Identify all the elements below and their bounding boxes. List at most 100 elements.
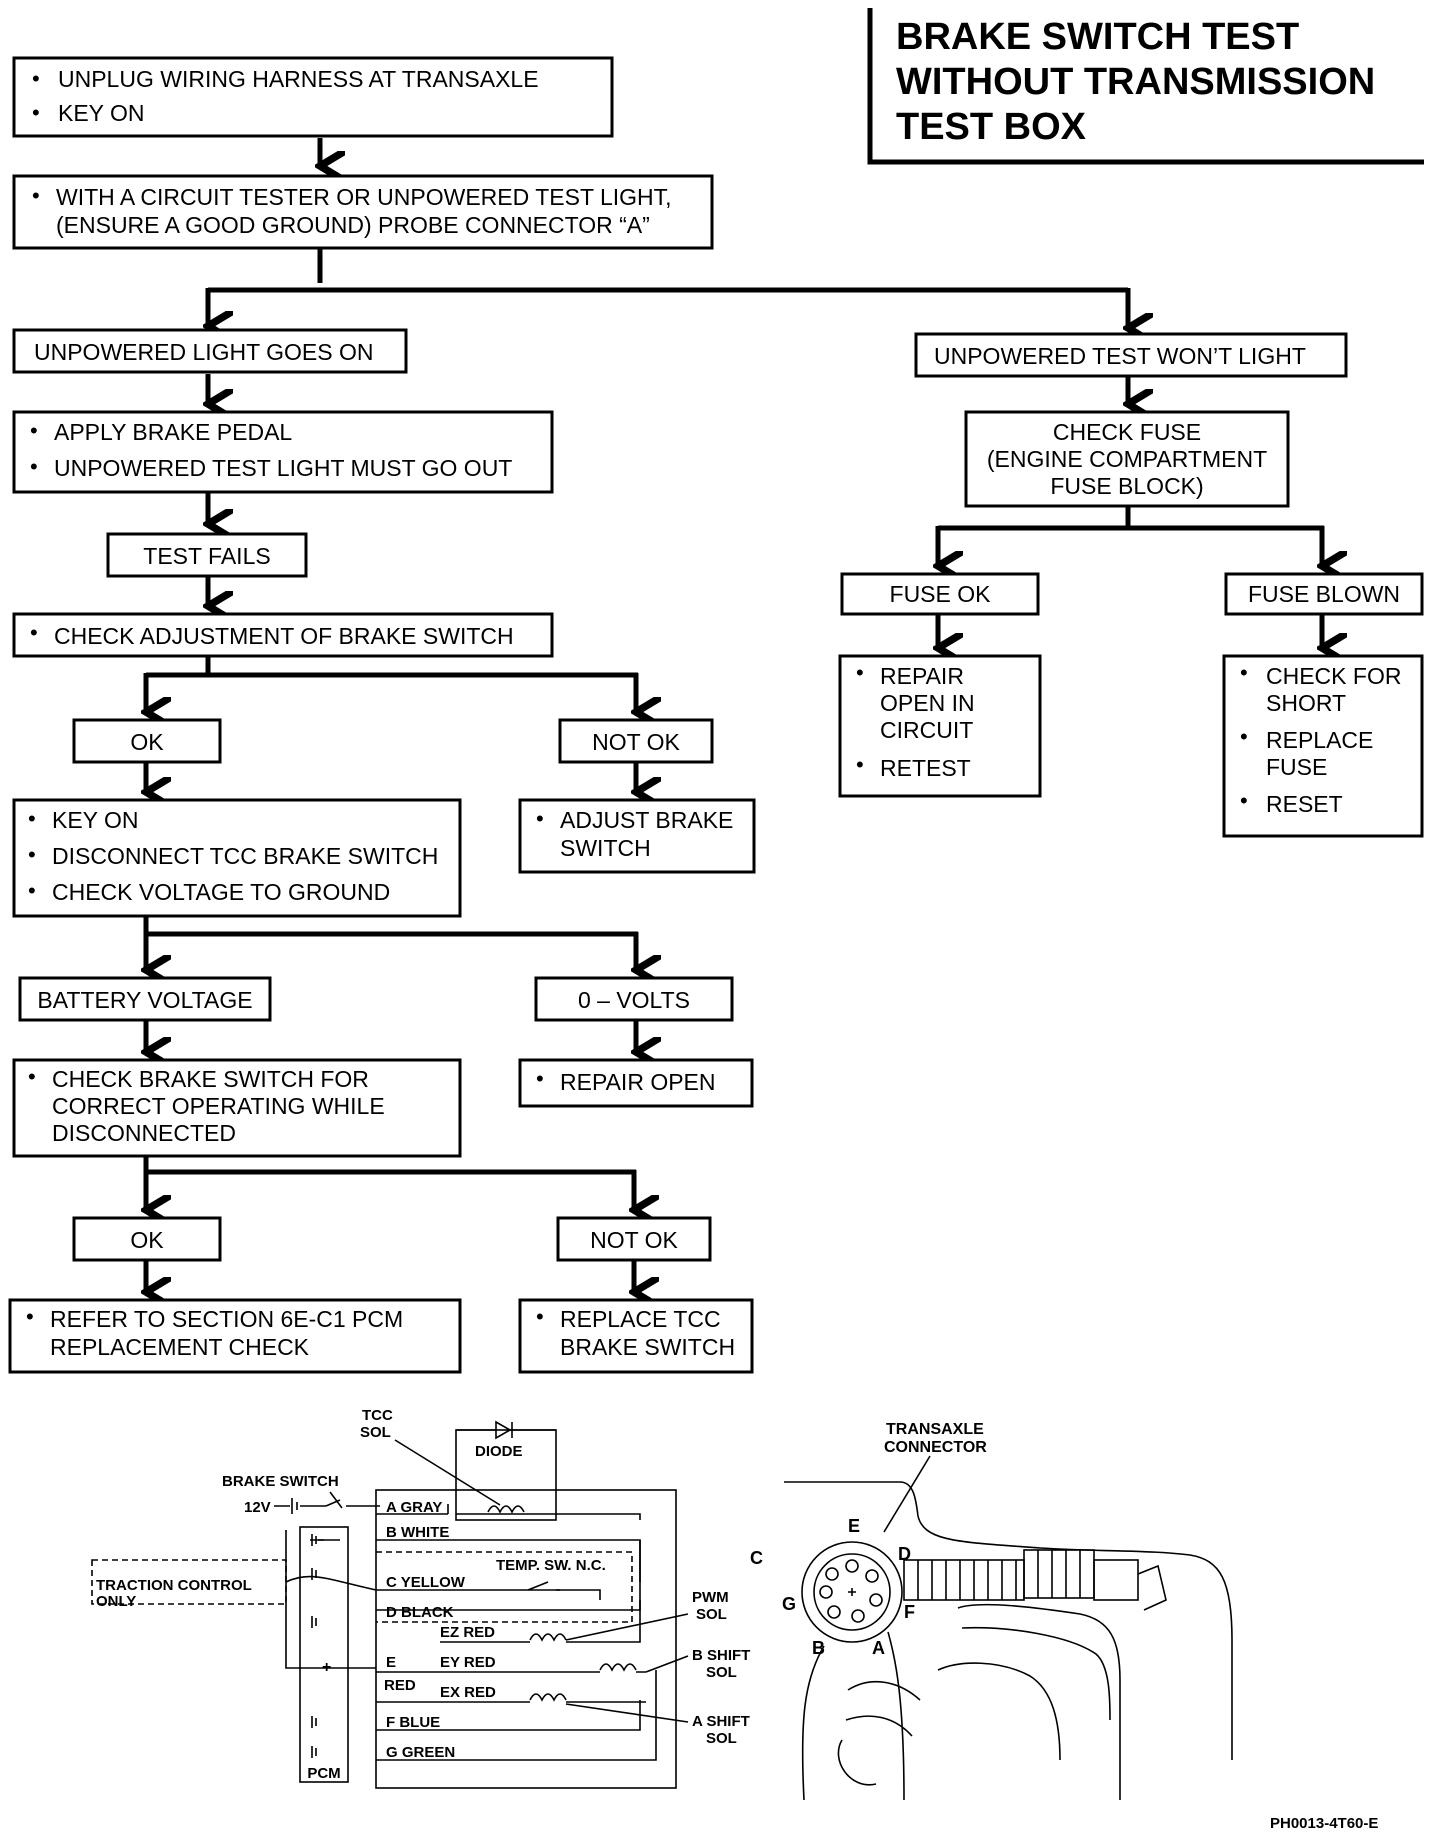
svg-text:CHECK FUSE: CHECK FUSE (1053, 419, 1201, 445)
traction-control-label: TRACTION CONTROL (96, 1577, 252, 1594)
repair-open-box: • REPAIR OPEN (518, 1058, 754, 1108)
key-on-steps-box: • KEY ON • DISCONNECT TCC BRAKE SWITCH •… (12, 798, 462, 918)
svg-text:APPLY BRAKE PEDAL: APPLY BRAKE PEDAL (54, 419, 292, 445)
svg-text:EY RED: EY RED (440, 1654, 496, 1671)
svg-text:CHECK BRAKE SWITCH FOR: CHECK BRAKE SWITCH FOR (52, 1066, 369, 1092)
battery-voltage-box: BATTERY VOLTAGE (18, 976, 272, 1022)
svg-text:•: • (30, 418, 38, 443)
svg-text:SWITCH: SWITCH (560, 835, 651, 861)
light-goes-on-box: UNPOWERED LIGHT GOES ON (12, 328, 408, 374)
svg-text:BRAKE SWITCH: BRAKE SWITCH (560, 1334, 735, 1360)
pin-b-label: B (812, 1638, 825, 1658)
svg-text:A GRAY: A GRAY (386, 1499, 442, 1516)
pin-f-label: F (904, 1602, 915, 1622)
svg-text:•: • (1240, 724, 1248, 749)
svg-text:TEST FAILS: TEST FAILS (143, 543, 270, 569)
svg-text:KEY ON: KEY ON (52, 807, 139, 833)
svg-text:FUSE BLOCK): FUSE BLOCK) (1050, 473, 1203, 499)
pwm-sol-label: PWM (692, 1589, 729, 1606)
svg-text:REPLACE TCC: REPLACE TCC (560, 1306, 721, 1332)
ok-box-1: OK (72, 718, 222, 764)
svg-text:OPEN IN: OPEN IN (880, 690, 975, 716)
transaxle-connector-illustration: TRANSAXLE CONNECTOR C E D G F B A (750, 1421, 1233, 1801)
svg-text:(ENSURE A GOOD GROUND) PROBE C: (ENSURE A GOOD GROUND) PROBE CONNECTOR “… (56, 212, 650, 238)
wiring-schematic: PCM TCC SOL DIODE BRAKE SWITCH 12V A GRA… (91, 1407, 750, 1789)
step-probe-box: • WITH A CIRCUIT TESTER OR UNPOWERED TES… (12, 174, 714, 250)
diode-label: DIODE (475, 1443, 523, 1460)
svg-text:•: • (30, 454, 38, 479)
not-ok-box-1: NOT OK (558, 718, 714, 764)
svg-text:NOT OK: NOT OK (590, 1227, 678, 1253)
svg-text:12V: 12V (244, 1499, 271, 1516)
pin-row-f: F BLUE (376, 1700, 641, 1731)
pin-row-a: A GRAY (376, 1499, 641, 1520)
zero-volts-box: 0 – VOLTS (534, 976, 734, 1022)
svg-text:•: • (536, 1304, 544, 1329)
svg-text:CHECK VOLTAGE TO GROUND: CHECK VOLTAGE TO GROUND (52, 879, 390, 905)
title-line-3: TEST BOX (896, 106, 1087, 148)
svg-text:•: • (28, 878, 36, 903)
fuse-blown-box: FUSE BLOWN (1224, 572, 1424, 616)
svg-text:CHECK ADJUSTMENT OF BRAKE SWIT: CHECK ADJUSTMENT OF BRAKE SWITCH (54, 623, 514, 649)
pin-e-label: E (848, 1516, 860, 1536)
svg-text:UNPLUG WIRING HARNESS AT TRANS: UNPLUG WIRING HARNESS AT TRANSAXLE (58, 66, 539, 92)
pin-row-e: E RED EY RED EX RED (376, 1654, 646, 1703)
wire-bundle (903, 1549, 1167, 1611)
tcc-solenoid-coil (487, 1505, 525, 1514)
svg-text:•: • (1240, 788, 1248, 813)
svg-text:SOL: SOL (706, 1664, 737, 1681)
svg-text:KEY ON: KEY ON (58, 100, 145, 126)
not-ok-box-2: NOT OK (556, 1216, 712, 1262)
svg-text:REPLACE: REPLACE (1266, 727, 1373, 753)
svg-text:•: • (26, 1304, 34, 1329)
svg-text:REFER TO SECTION 6E-C1 PCM: REFER TO SECTION 6E-C1 PCM (50, 1306, 403, 1332)
connector-body (801, 1541, 903, 1643)
svg-text:UNPOWERED LIGHT GOES ON: UNPOWERED LIGHT GOES ON (34, 339, 374, 365)
pcm-label: PCM (307, 1765, 340, 1782)
svg-text:D BLACK: D BLACK (386, 1604, 454, 1621)
svg-text:SOL: SOL (360, 1424, 391, 1441)
check-adjustment-box: • CHECK ADJUSTMENT OF BRAKE SWITCH (12, 612, 554, 658)
title-line-2: WITHOUT TRANSMISSION (896, 61, 1375, 103)
pin-row-c: C YELLOW TEMP. SW. N.C. (376, 1557, 606, 1600)
test-fails-box: TEST FAILS (106, 532, 308, 578)
svg-text:E: E (386, 1654, 396, 1671)
light-wont-light-box: UNPOWERED TEST WON’T LIGHT (914, 332, 1348, 378)
transaxle-connector-label: TRANSAXLE (886, 1421, 984, 1438)
svg-text:G GREEN: G GREEN (386, 1744, 455, 1761)
svg-text:TCC: TCC (362, 1407, 393, 1424)
refer-section-box: • REFER TO SECTION 6E-C1 PCM REPLACEMENT… (8, 1298, 462, 1374)
svg-text:(ENGINE COMPARTMENT: (ENGINE COMPARTMENT (987, 446, 1267, 472)
pcm-module (299, 1526, 349, 1783)
svg-text:RED: RED (384, 1677, 416, 1694)
check-short-box: • CHECK FOR SHORT • REPLACE FUSE • RESET (1222, 654, 1424, 838)
svg-text:WITH A CIRCUIT TESTER OR UNPOW: WITH A CIRCUIT TESTER OR UNPOWERED TEST … (56, 184, 672, 210)
svg-text:•: • (856, 752, 864, 777)
svg-text:•: • (30, 620, 38, 645)
svg-text:UNPOWERED TEST WON’T LIGHT: UNPOWERED TEST WON’T LIGHT (934, 343, 1306, 369)
pin-g-label: G (782, 1594, 796, 1614)
svg-text:OK: OK (130, 1227, 164, 1253)
step-unplug-box: • UNPLUG WIRING HARNESS AT TRANSAXLE • K… (12, 56, 614, 138)
apply-brake-box: • APPLY BRAKE PEDAL • UNPOWERED TEST LIG… (12, 410, 554, 494)
svg-text:SHORT: SHORT (1266, 690, 1346, 716)
svg-text:•: • (536, 806, 544, 831)
pin-d-label: D (898, 1544, 911, 1564)
svg-text:CONNECTOR: CONNECTOR (884, 1439, 987, 1456)
svg-text:•: • (32, 100, 40, 125)
svg-text:FUSE OK: FUSE OK (890, 581, 992, 607)
flow-connectors (146, 138, 1324, 1292)
svg-text:•: • (32, 66, 40, 91)
figure-code: PH0013-4T60-E (1270, 1815, 1378, 1832)
check-fuse-box: CHECK FUSE (ENGINE COMPARTMENT FUSE BLOC… (964, 410, 1290, 508)
svg-text:•: • (28, 806, 36, 831)
svg-text:•: • (32, 183, 40, 208)
svg-text:OK: OK (130, 729, 164, 755)
fuse-ok-box: FUSE OK (840, 572, 1040, 616)
svg-text:REPAIR: REPAIR (880, 663, 964, 689)
svg-text:FUSE BLOWN: FUSE BLOWN (1248, 581, 1400, 607)
svg-text:DISCONNECTED: DISCONNECTED (52, 1120, 236, 1146)
svg-text:EZ RED: EZ RED (440, 1624, 495, 1641)
title-block: BRAKE SWITCH TEST WITHOUT TRANSMISSION T… (867, 8, 1424, 165)
